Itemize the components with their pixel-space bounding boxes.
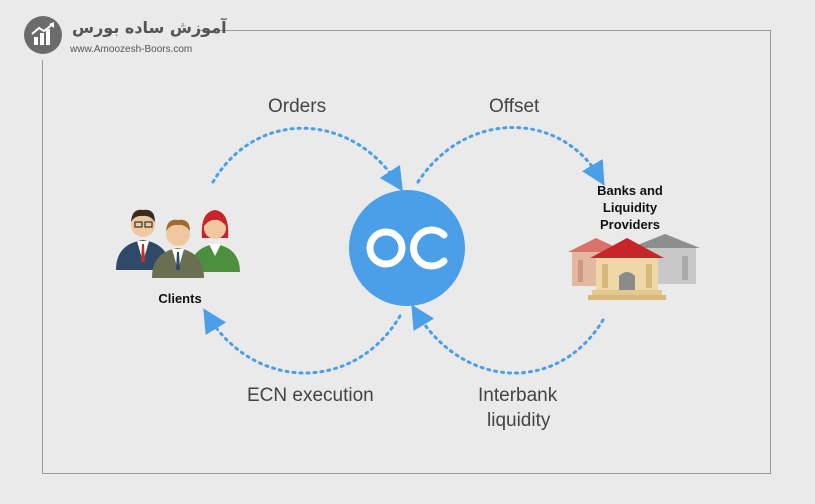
ecn-execution-arrow <box>203 308 402 375</box>
logo-title: آموزش ساده بورس <box>72 18 227 37</box>
offset-arrow <box>416 126 605 186</box>
interbank-label-line1: Interbank <box>478 385 558 406</box>
orders-label: Orders <box>268 96 327 117</box>
offset-label: Offset <box>489 96 540 117</box>
banks-label: Banks and Liquidity Providers <box>580 182 680 233</box>
interbank-liquidity-arrow <box>411 304 605 375</box>
clients-people-icon <box>116 209 240 278</box>
interbank-label-line2: liquidity <box>487 410 551 431</box>
logo-url: www.Amoozesh-Boors.com <box>70 44 193 55</box>
banks-buildings-icon <box>568 234 700 300</box>
banks-label-line2: Liquidity <box>602 200 658 215</box>
banks-label-line1: Banks and <box>597 183 663 198</box>
ecn-execution-label: ECN execution <box>247 385 374 406</box>
diagram-frame <box>42 30 771 474</box>
clients-label: Clients <box>158 291 202 306</box>
oc-logo-icon <box>349 190 465 306</box>
orders-arrow <box>211 126 403 192</box>
banks-label-line3: Providers <box>600 217 660 232</box>
site-logo[interactable]: آموزش ساده بورس www.Amoozesh-Boors.com <box>20 14 227 60</box>
bar-chart-arrow-icon <box>24 16 62 54</box>
